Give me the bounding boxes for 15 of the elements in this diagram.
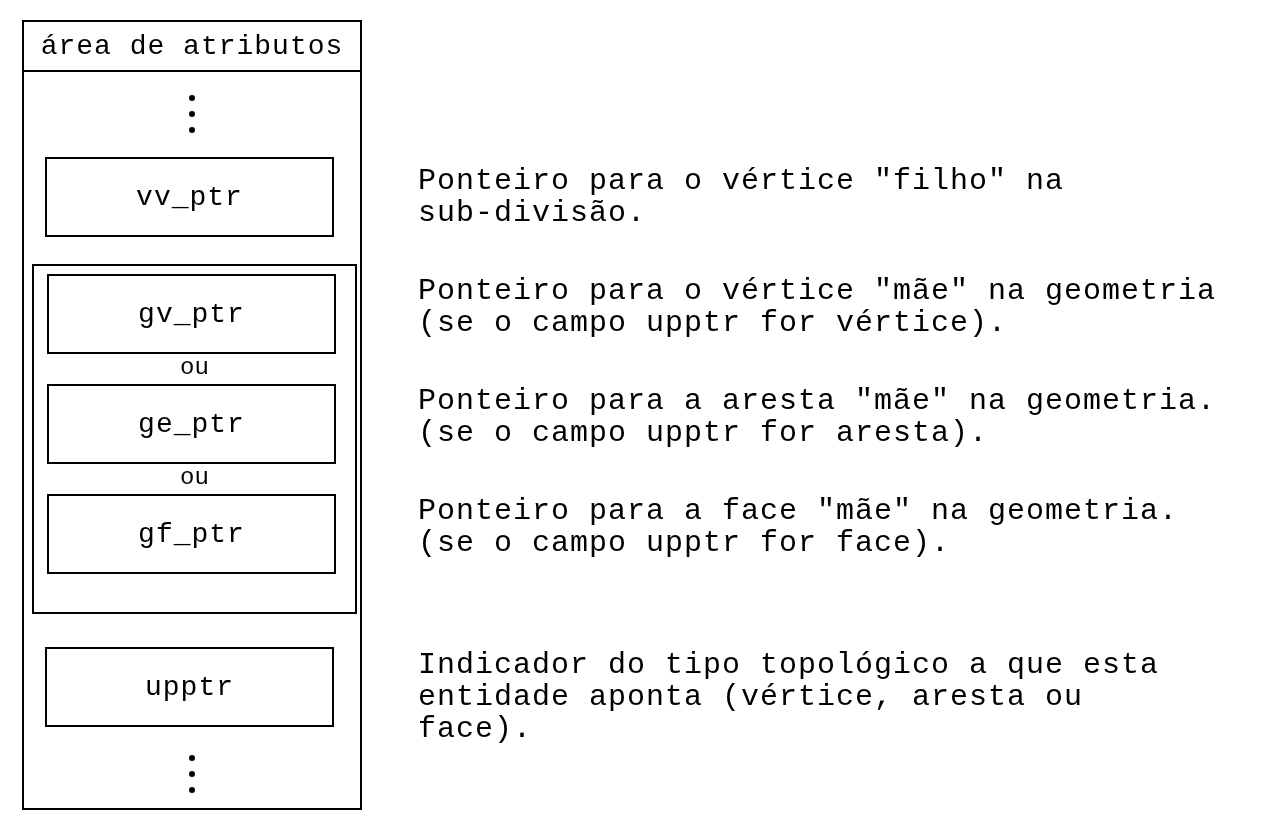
field-box: vv_ptr (45, 157, 334, 237)
description-text: Ponteiro para o vértice "filho" na sub-divisão. (418, 165, 1066, 229)
header-text: área de atributos (24, 22, 360, 72)
description-text: Ponteiro para o vértice "mãe" na geometria (se o campo upptr for vértice). (418, 275, 1218, 339)
separator-text: ou (179, 358, 210, 378)
description-text: Ponteiro para a face "mãe" na geometria. (se o campo upptr for face). (418, 495, 1180, 559)
record-box (22, 20, 362, 810)
field-group-box (32, 264, 357, 614)
description-text: Ponteiro para a aresta "mãe" na geometria. (se o campo upptr for aresta). (418, 385, 1218, 449)
field-box: gf_ptr (47, 494, 336, 574)
separator-text: ou (179, 468, 210, 488)
description-text: Indicador do tipo topológico a que esta entidade aponta (vértice, aresta ou face). (418, 649, 1161, 745)
field-box: gv_ptr (47, 274, 336, 354)
field-box: upptr (45, 647, 334, 727)
field-box: ge_ptr (47, 384, 336, 464)
